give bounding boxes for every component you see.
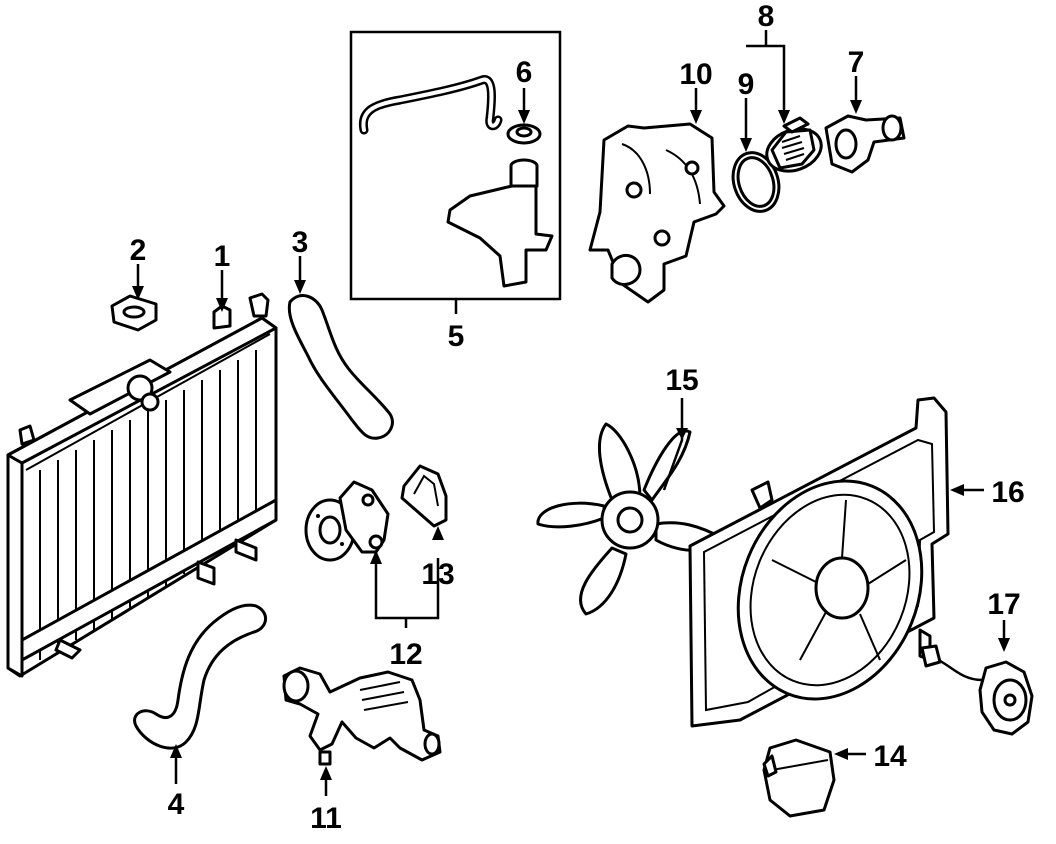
callout-6: 6 [516, 56, 533, 89]
callout-3: 3 [292, 226, 309, 259]
fan-control-module [762, 738, 836, 818]
leader-lines [132, 30, 1010, 796]
radiator [6, 292, 278, 678]
water-outlet-housing [588, 122, 726, 304]
thermostat-housing [824, 114, 906, 174]
callout-16: 16 [991, 476, 1024, 509]
water-outlet [282, 666, 442, 766]
reservoir-cap [506, 123, 542, 145]
upper-radiator-hose [287, 294, 394, 440]
radiator-mount-bushing [110, 294, 158, 332]
callout-13: 13 [421, 558, 454, 591]
callout-12: 12 [389, 638, 422, 671]
callout-4: 4 [168, 788, 185, 821]
water-pump-assembly [304, 480, 390, 562]
callout-17: 17 [987, 588, 1020, 621]
callout-8: 8 [758, 0, 775, 33]
thermostat-assembly [765, 116, 823, 173]
fan-motor [920, 644, 1034, 736]
callout-10: 10 [679, 58, 712, 91]
fan-shroud [688, 396, 950, 728]
callout-9: 9 [738, 68, 755, 101]
callout-2: 2 [130, 234, 147, 267]
callout-5: 5 [448, 320, 465, 353]
callout-labels: 1 2 3 4 5 6 7 8 9 10 11 12 13 14 15 16 1… [130, 0, 1025, 835]
callout-14: 14 [873, 740, 907, 773]
callout-15: 15 [665, 364, 698, 397]
thermostat-gasket [731, 151, 781, 213]
callout-7: 7 [848, 46, 865, 79]
lower-radiator-hose [133, 603, 267, 750]
callout-11: 11 [310, 802, 342, 835]
callout-1: 1 [214, 240, 231, 273]
coolant-reservoir-assembly [349, 30, 562, 301]
water-pump-gasket [400, 464, 448, 528]
